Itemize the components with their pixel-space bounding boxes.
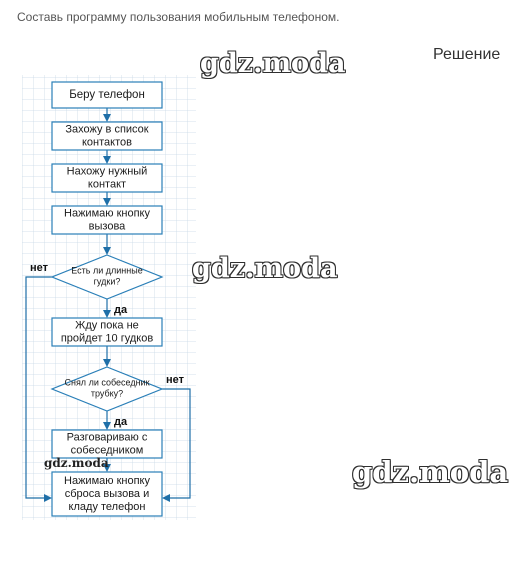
solution-label: Решение xyxy=(433,46,501,63)
node-take-phone: Беру телефон xyxy=(51,81,163,109)
node-text-line: Снял ли собеседник xyxy=(64,378,149,388)
arrow-answered-no xyxy=(162,388,191,502)
node-text-line: контакт xyxy=(88,178,126,190)
decision-shape xyxy=(50,254,164,300)
process-box xyxy=(51,81,163,109)
node-text-line: Жду пока не xyxy=(75,319,139,331)
decision-shape xyxy=(50,366,164,412)
task-text: Составь программу пользования мобильным … xyxy=(17,10,340,24)
watermark-small: gdz.moda xyxy=(44,456,109,470)
watermark: gdz.moda xyxy=(192,253,338,284)
node-text-line: контактов xyxy=(82,136,132,148)
process-box xyxy=(51,121,163,151)
process-box xyxy=(51,205,163,235)
node-text-line: Беру телефон xyxy=(69,89,145,101)
edge-label-no-left: нет xyxy=(30,262,49,274)
node-text-line: Захожу в список xyxy=(65,123,148,135)
node-text-line: гудки? xyxy=(94,277,121,287)
edge-label-yes-1: да xyxy=(114,304,128,316)
node-text-line: пройдет 10 гудков xyxy=(61,332,154,344)
process-box xyxy=(51,163,163,193)
edge-label-no-right: нет xyxy=(166,374,185,386)
process-box xyxy=(51,429,163,459)
process-box xyxy=(51,471,163,517)
node-text-line: Нажимаю кнопку xyxy=(64,475,150,487)
arrow-beeps-no xyxy=(25,276,52,502)
node-text-line: Нажимаю кнопку xyxy=(64,207,150,219)
node-text-line: кладу телефон xyxy=(69,501,146,513)
node-text-line: Есть ли длинные xyxy=(71,266,142,276)
watermark: gdz.moda xyxy=(200,48,346,79)
node-text-line: Разговариваю с xyxy=(67,431,148,443)
node-text-line: сброса вызова и xyxy=(65,488,150,500)
watermark: gdz.moda xyxy=(352,455,509,489)
node-text-line: Нахожу нужный xyxy=(67,165,148,177)
node-text-line: вызова xyxy=(89,220,127,232)
flowchart-edges xyxy=(25,108,191,502)
edge-label-yes-2: да xyxy=(114,416,128,428)
node-text-line: трубку? xyxy=(91,389,123,399)
process-box xyxy=(51,317,163,347)
node-text-line: собеседником xyxy=(71,444,144,456)
